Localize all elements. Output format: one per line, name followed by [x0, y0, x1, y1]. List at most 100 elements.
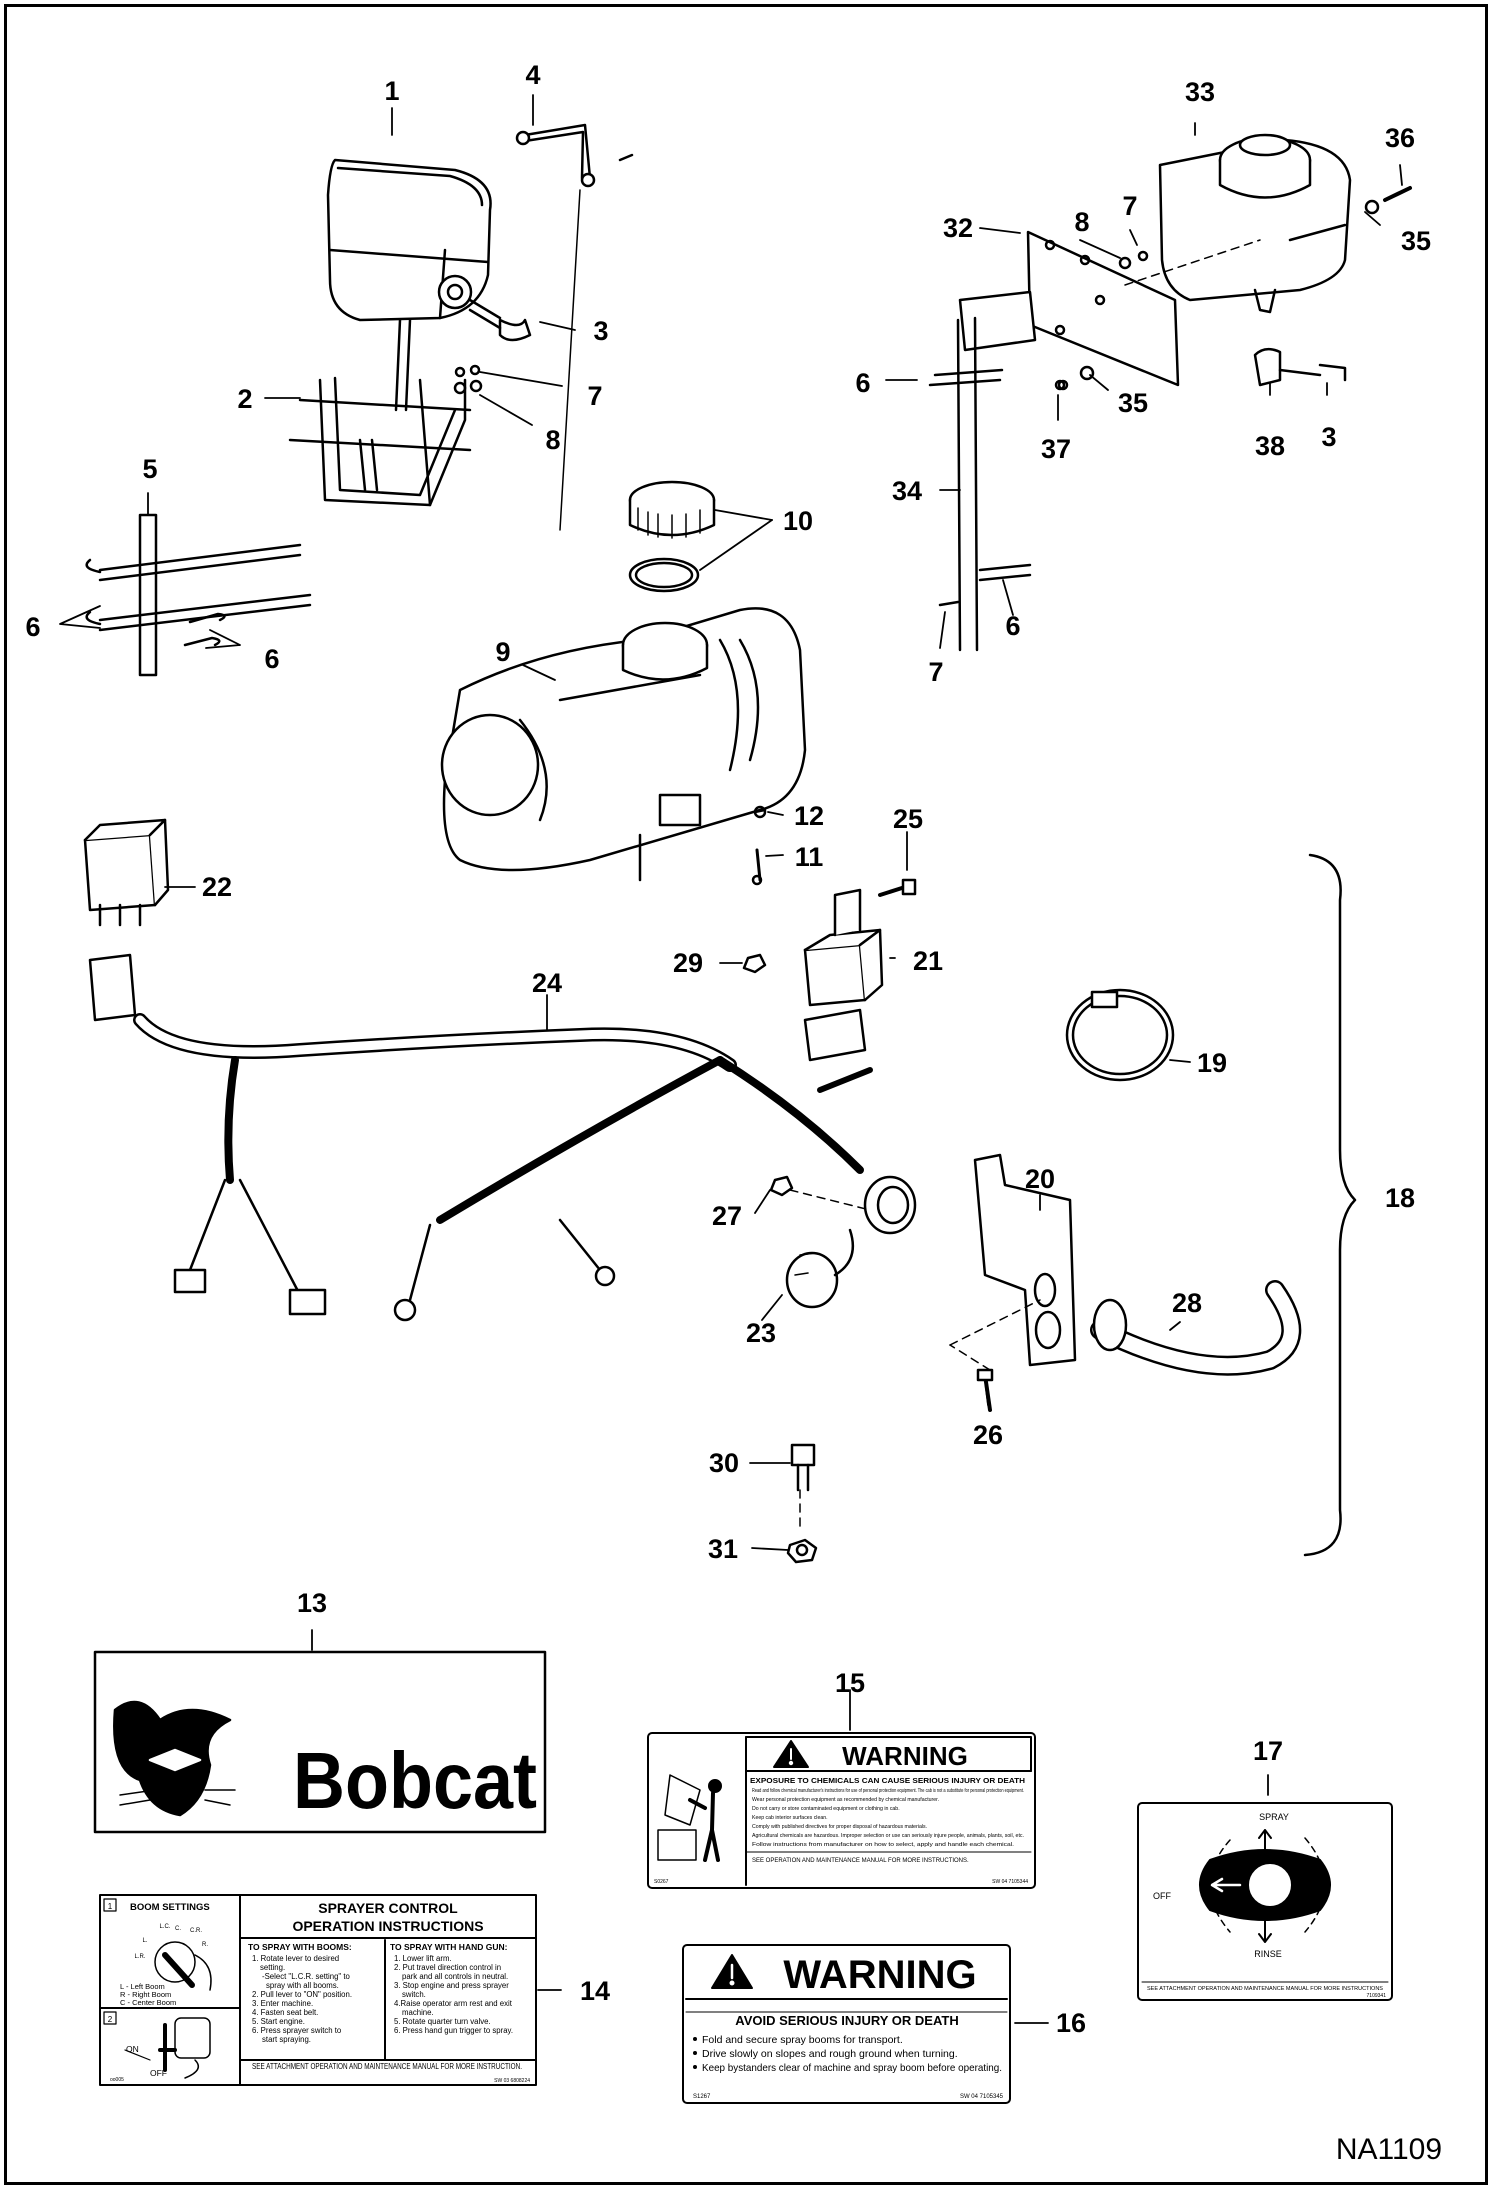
handgun-step: machine.	[402, 2008, 434, 2017]
injury-bullet: Keep bystanders clear of machine and spr…	[702, 2062, 1002, 2074]
warning-signal-word: WARNING	[783, 1953, 976, 1997]
leader-lines	[59, 94, 1403, 2024]
dial-letter: R.	[202, 1942, 208, 1948]
page-border	[4, 4, 1488, 2185]
callout-29: 29	[673, 948, 703, 978]
booms-step: 1. Rotate lever to desired	[252, 1954, 339, 1963]
bolt-part-25	[878, 878, 917, 897]
booms-step: 5. Start engine.	[252, 2017, 305, 2026]
callout-30: 30	[709, 1448, 739, 1478]
bobcat-logo-decal	[93, 1650, 547, 1834]
booms-heading: TO SPRAY WITH BOOMS:	[248, 1942, 352, 1952]
chemical-footer: SEE OPERATION AND MAINTENANCE MANUAL FOR…	[752, 1858, 969, 1864]
bobcat-brand-text: Bobcat	[293, 1736, 537, 1825]
callout-19: 19	[1197, 1048, 1227, 1078]
chemical-bullet: Follow instructions from manufacturer on…	[752, 1842, 1014, 1848]
chemical-headline: EXPOSURE TO CHEMICALS CAN CAUSE SERIOUS …	[750, 1776, 1025, 1785]
dial-letter: L.R.	[134, 1954, 145, 1960]
off-label: OFF	[150, 2068, 167, 2078]
callout-7: 7	[1122, 191, 1137, 221]
chemical-bullet: Agricultural chemicals are hazardous. Im…	[752, 1833, 1024, 1839]
booms-step: 6. Press sprayer switch to	[252, 2026, 342, 2035]
on-label: ON	[126, 2044, 139, 2054]
chemical-warning-decal	[647, 1732, 1036, 1889]
callout-16: 16	[1056, 2008, 1086, 2038]
handgun-step: park and all controls in neutral.	[402, 1972, 508, 1981]
handgun-step: 2. Put travel direction control in	[394, 1963, 501, 1972]
chemical-bullet: Keep cab interior surfaces clean.	[752, 1815, 828, 1821]
handgun-step: 1. Lower lift arm.	[394, 1954, 452, 1963]
callout-5: 5	[142, 454, 157, 484]
mounting-bracket-part-20	[973, 1153, 1077, 1367]
callout-35: 35	[1401, 226, 1431, 256]
spray-label: SPRAY	[1259, 1812, 1289, 1822]
callout-6: 6	[855, 368, 870, 398]
control-footer: SEE ATTACHMENT OPERATION AND MAINTENANCE…	[252, 2062, 522, 2071]
off-label: OFF	[1153, 1891, 1171, 1901]
injury-headline: AVOID SERIOUS INJURY OR DEATH	[735, 2013, 958, 2028]
bracket-part-32	[958, 230, 1261, 387]
figure-reference-number: NA1109	[1335, 2133, 1442, 2166]
callout-35: 35	[1118, 388, 1148, 418]
relay-part-21	[803, 888, 884, 1007]
callout-2: 2	[237, 384, 252, 414]
handgun-step: 4.Raise operator arm rest and exit	[394, 1999, 513, 2008]
callout-18: 18	[1385, 1183, 1415, 1213]
handgun-heading: TO SPRAY WITH HAND GUN:	[390, 1942, 508, 1952]
decal-code: S0267	[654, 1879, 669, 1885]
callout-10: 10	[783, 506, 813, 536]
nut-part-29	[742, 953, 767, 974]
legend-line: R - Right Boom	[120, 1990, 171, 1999]
callout-28: 28	[1172, 1288, 1202, 1318]
booms-step: -Select "L.C.R. setting" to	[262, 1972, 351, 1981]
injury-bullet: Drive slowly on slopes and rough ground …	[702, 2048, 958, 2060]
callout-11: 11	[795, 842, 824, 872]
callout-34: 34	[892, 476, 922, 506]
valve-position-decal	[1137, 1802, 1393, 2001]
hose-part-28	[1090, 1280, 1302, 1376]
booms-step: 4. Fasten seat belt.	[252, 2008, 318, 2017]
chemical-bullet: Do not carry or store contaminated equip…	[752, 1806, 900, 1812]
callout-7: 7	[928, 657, 943, 687]
callout-6: 6	[264, 644, 279, 674]
callout-32: 32	[943, 213, 973, 243]
chemical-bullet: Wear personal protection equipment as re…	[752, 1797, 939, 1803]
hose-clamp-part-19	[1065, 988, 1175, 1082]
rinse-label: RINSE	[1254, 1949, 1282, 1959]
dust-cap-part-23	[785, 1228, 855, 1309]
booms-step: start spraying.	[262, 2035, 311, 2044]
dial-letter: C.	[175, 1926, 181, 1932]
handgun-step: 5. Rotate quarter turn valve.	[394, 2017, 491, 2026]
control-title-2: OPERATION INSTRUCTIONS	[292, 1918, 483, 1934]
decal-part-number: 7109341	[1367, 1993, 1387, 1999]
socket-connector	[863, 1175, 917, 1235]
callout-6: 6	[25, 612, 40, 642]
callout-22: 22	[202, 872, 232, 902]
callout-9: 9	[495, 637, 510, 667]
bolt-part-30	[790, 1443, 816, 1492]
callout-15: 15	[835, 1668, 865, 1698]
dial-letter: L.C.	[159, 1924, 170, 1930]
tank-part-9	[440, 607, 807, 882]
boom-settings-title: BOOM SETTINGS	[130, 1902, 210, 1913]
dial-letter: C.R.	[190, 1928, 202, 1934]
legend-line: L - Left Boom	[120, 1982, 165, 1991]
decal-part-number: SW 03 6808224	[494, 2078, 530, 2084]
wiring-harness-part-24	[88, 953, 873, 1322]
control-title-1: SPRAYER CONTROL	[318, 1900, 458, 1916]
injury-warning-decal	[682, 1944, 1011, 2104]
decal-code: oo005	[110, 2077, 124, 2083]
injury-bullet: Fold and secure spray booms for transpor…	[702, 2034, 903, 2046]
booms-step: spray with all booms.	[266, 1981, 339, 1990]
decal-code: S1267	[693, 2094, 711, 2100]
box1-number: 1	[108, 1902, 113, 1911]
callout-3: 3	[1321, 422, 1336, 452]
assembly-dashed-lines	[789, 1189, 1041, 1531]
callout-21: 21	[913, 946, 943, 976]
u-bolt-part-4	[515, 123, 634, 531]
decal-part-number: SW 04 7105345	[960, 2094, 1004, 2100]
callout-7: 7	[587, 381, 602, 411]
callout-36: 36	[1385, 123, 1415, 153]
handgun-step: 6. Press hand gun trigger to spray.	[394, 2026, 513, 2035]
